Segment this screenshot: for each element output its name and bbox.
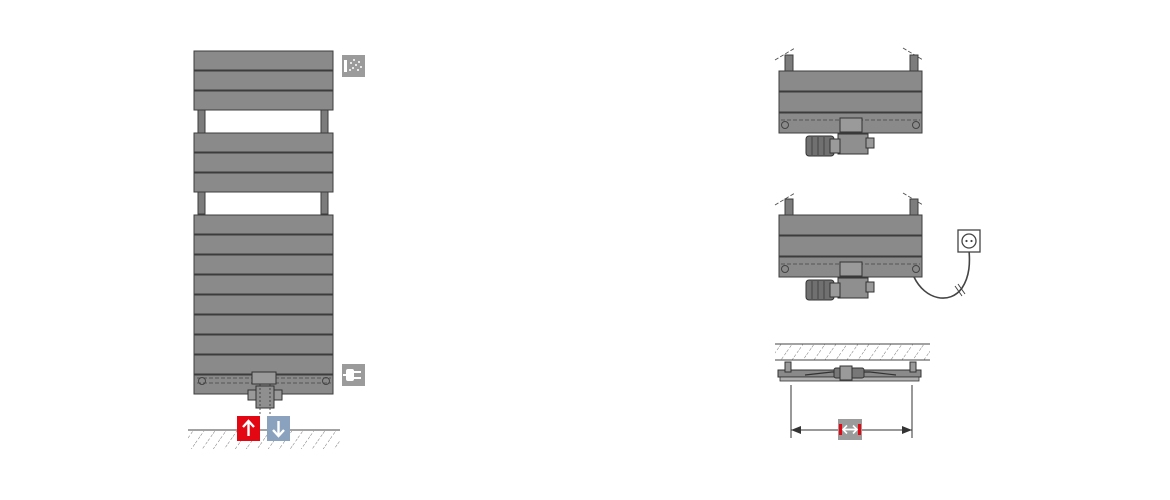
wall-socket-icon [957,229,981,253]
electric-plug-icon [342,364,365,386]
top-view [775,343,930,440]
flow-down-arrow-icon [267,416,290,441]
width-arrows-icon [838,419,862,440]
floor-line [188,429,340,449]
valve-detail-view [774,47,924,157]
radiator-panel [193,172,334,193]
radiator-panel [193,334,334,355]
panel [778,214,923,236]
valve-assembly [247,371,283,414]
panel [778,91,923,113]
radiator-panel [193,234,334,255]
radiator-panel [193,132,334,153]
panel-stack [193,50,334,395]
flow-up-arrow-icon [237,416,260,441]
power-cord [913,249,971,299]
radiator-panel [193,254,334,275]
radiator-panel [193,90,334,111]
radiator-panel [193,214,334,235]
radiator-panel [193,70,334,91]
radiator-panel [193,274,334,295]
thermostatic-valve [805,117,875,157]
electric-detail-view [774,192,981,301]
thermostatic-valve [805,261,875,301]
panel [778,70,923,92]
radiator-panel [193,152,334,173]
panel [778,235,923,257]
main-radiator [188,50,365,449]
radiator-panel [193,294,334,315]
radiator-panel [193,50,334,71]
radiator-panel [193,314,334,335]
water-spray-icon [342,55,365,77]
radiator-panel [193,354,334,375]
